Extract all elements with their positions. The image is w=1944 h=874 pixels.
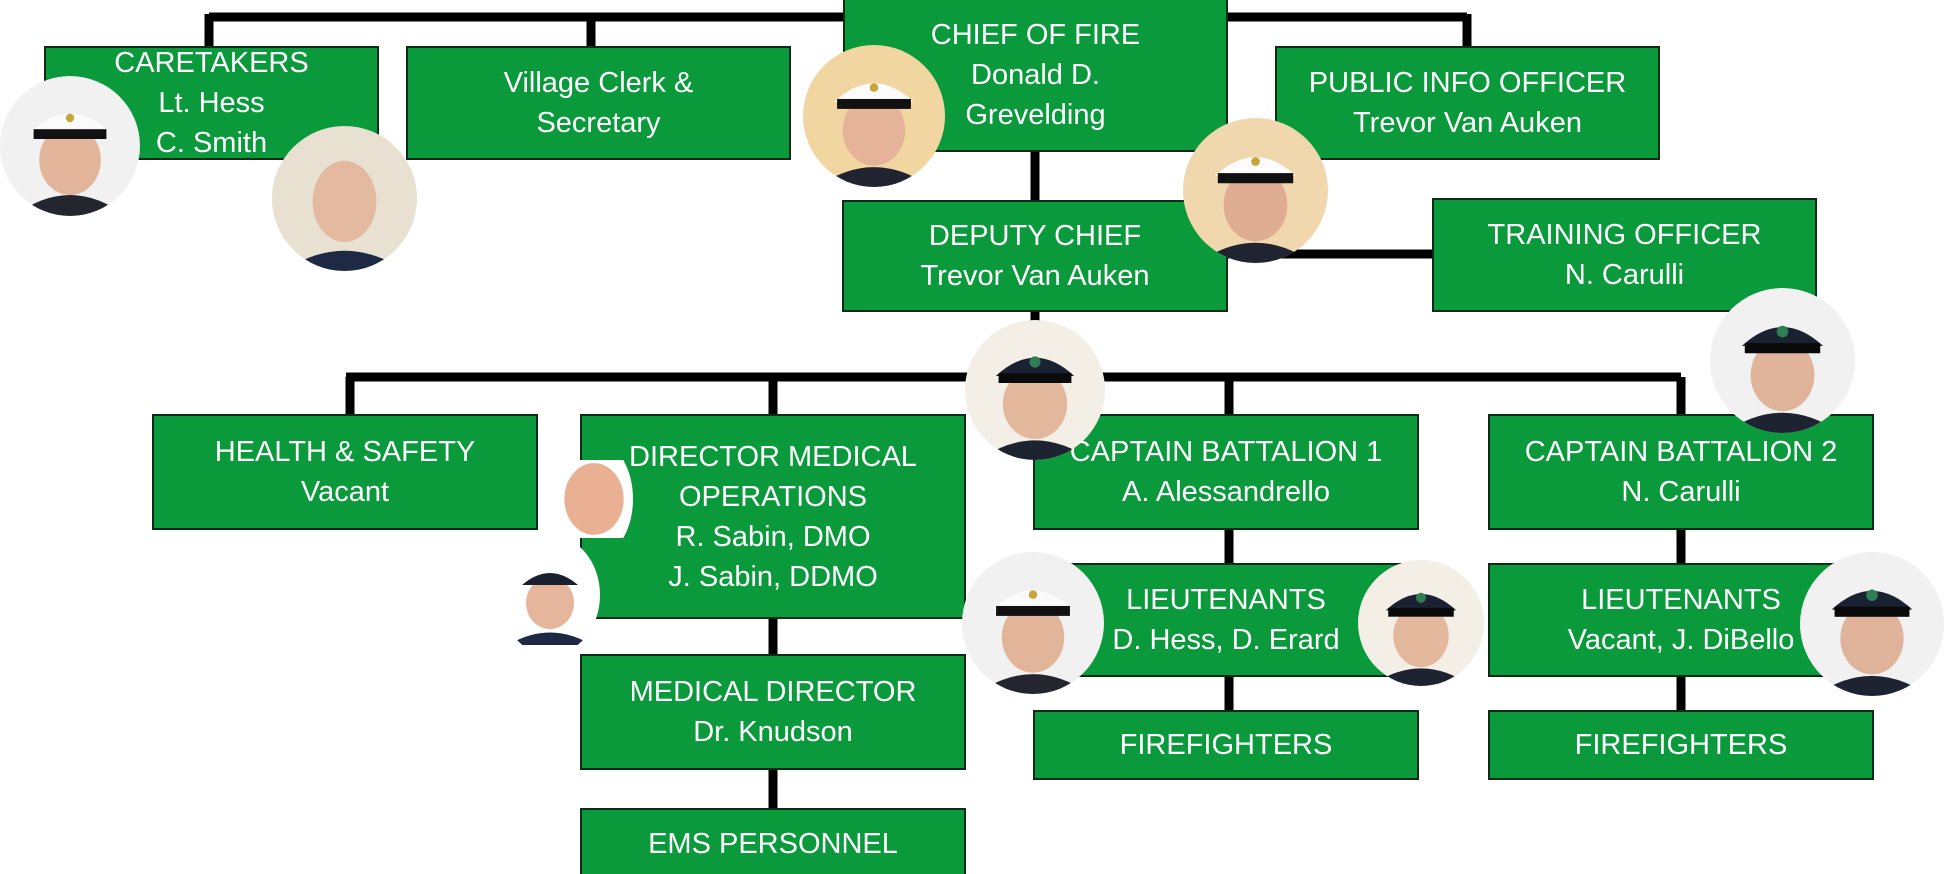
director-medical-operations-box: DIRECTOR MEDICAL OPERATIONS R. Sabin, DM…: [580, 414, 966, 619]
lt2-title: LIEUTENANTS: [1581, 584, 1781, 616]
cap1-title: CAPTAIN BATTALION 1: [1069, 436, 1383, 468]
cap2-name: N. Carulli: [1621, 476, 1741, 508]
caretaker-hess-photo: [0, 76, 140, 216]
firefighters-1-box: FIREFIGHTERS: [1033, 710, 1419, 780]
training-name: N. Carulli: [1564, 259, 1685, 291]
health-name: Vacant: [300, 476, 390, 508]
chief-photo: [803, 45, 945, 187]
deputy-chief-box: DEPUTY CHIEF Trevor Van Auken: [842, 200, 1228, 312]
dmo-line-4: J. Sabin, DDMO: [668, 560, 878, 593]
dmo-line-3: R. Sabin, DMO: [675, 520, 871, 553]
dmo-r-sabin-photo: [555, 440, 633, 558]
training-title: TRAINING OFFICER: [1487, 219, 1762, 251]
captain-battalion-2-box: CAPTAIN BATTALION 2 N. Carulli: [1488, 414, 1874, 530]
caretakers-box: CARETAKERS Lt. Hess C. Smith: [44, 46, 379, 160]
health-safety-box: HEALTH & SAFETY Vacant: [152, 414, 538, 530]
ddmo-j-sabin-photo: [500, 535, 600, 655]
deputy-name: Trevor Van Auken: [920, 260, 1150, 292]
deputy-title: DEPUTY CHIEF: [928, 220, 1142, 252]
caretakers-title: CARETAKERS: [114, 47, 309, 79]
medical-director-box: MEDICAL DIRECTOR Dr. Knudson: [580, 654, 966, 770]
lieutenant-dibello-photo: [1800, 552, 1944, 696]
pio-title: PUBLIC INFO OFFICER: [1308, 67, 1627, 99]
lieutenant-hess-photo: [962, 552, 1104, 694]
captain-1-photo: [965, 320, 1105, 460]
cap2-title: CAPTAIN BATTALION 2: [1524, 436, 1838, 468]
chief-title: CHIEF OF FIRE: [930, 19, 1141, 51]
public-info-officer-box: PUBLIC INFO OFFICER Trevor Van Auken: [1275, 46, 1660, 160]
dmo-line-1: DIRECTOR MEDICAL: [629, 440, 917, 473]
pio-name: Trevor Van Auken: [1353, 107, 1582, 139]
caretakers-name-1: Lt. Hess: [158, 87, 265, 119]
lieutenant-erard-photo: [1358, 560, 1484, 686]
meddir-name: Dr. Knudson: [693, 716, 853, 748]
ff1-title: FIREFIGHTERS: [1119, 729, 1333, 761]
cap1-name: A. Alessandrello: [1122, 476, 1330, 508]
clerk-line-1: Village Clerk &: [503, 67, 694, 99]
ems-personnel-box: EMS PERSONNEL: [580, 808, 966, 874]
captain-battalion-1-box: CAPTAIN BATTALION 1 A. Alessandrello: [1033, 414, 1419, 530]
caretaker-smith-photo: [272, 126, 417, 271]
ems-title: EMS PERSONNEL: [648, 828, 898, 860]
meddir-title: MEDICAL DIRECTOR: [629, 676, 917, 708]
caretakers-name-2: C. Smith: [155, 127, 268, 159]
chief-name-line1: Donald D.: [971, 59, 1100, 91]
lt1-name: D. Hess, D. Erard: [1112, 624, 1340, 656]
lt2-name: Vacant, J. DiBello: [1567, 624, 1795, 656]
ff2-title: FIREFIGHTERS: [1574, 729, 1788, 761]
clerk-line-2: Secretary: [536, 107, 661, 139]
training-officer-box: TRAINING OFFICER N. Carulli: [1432, 198, 1817, 312]
deputy-chief-photo: [1183, 118, 1328, 263]
firefighters-2-box: FIREFIGHTERS: [1488, 710, 1874, 780]
chief-name-line2: Grevelding: [965, 99, 1106, 131]
health-title: HEALTH & SAFETY: [214, 436, 476, 468]
lt1-title: LIEUTENANTS: [1126, 584, 1326, 616]
village-clerk-box: Village Clerk & Secretary: [406, 46, 791, 160]
dmo-line-2: OPERATIONS: [679, 480, 867, 513]
training-officer-photo: [1710, 288, 1855, 433]
